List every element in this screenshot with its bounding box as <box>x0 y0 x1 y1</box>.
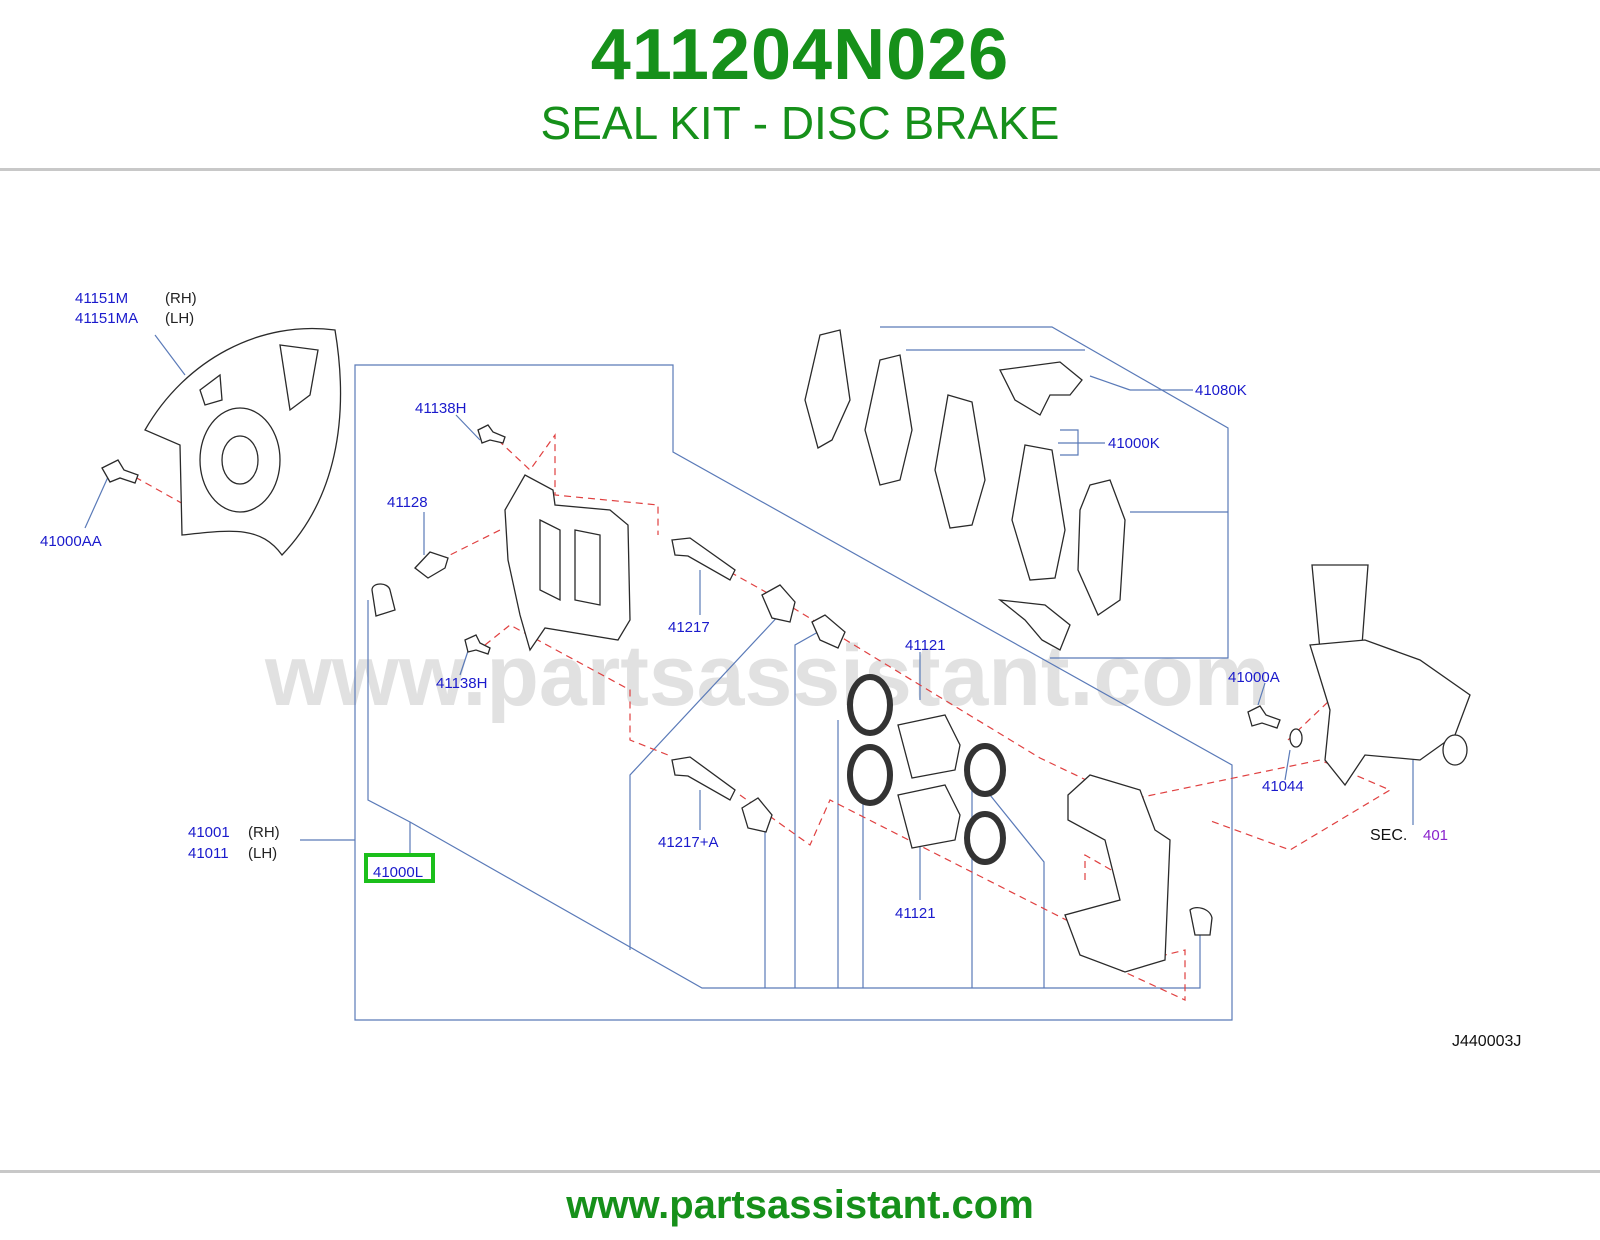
41000AA-leader <box>84 476 109 529</box>
callout-41001-side: (RH) <box>248 824 280 841</box>
shim-outer <box>804 329 851 449</box>
callout-41151M[interactable]: 41151M <box>75 290 128 307</box>
piston-seal-upper <box>847 674 893 736</box>
41138H-leader <box>455 414 481 441</box>
centerline-bleeder <box>439 529 501 561</box>
caliper-bracket <box>1064 774 1171 973</box>
parts-drawings <box>101 327 1471 973</box>
callout-41000K[interactable]: 41000K <box>1108 435 1160 452</box>
guide-pin-lower <box>671 756 736 801</box>
callout-41128[interactable]: 41128 <box>387 494 428 511</box>
callout-41011[interactable]: 41011 <box>188 845 229 862</box>
centerline-bottom-bolt <box>484 624 669 756</box>
top-bolt <box>477 424 506 444</box>
pad-shim-rear <box>1077 479 1126 616</box>
bracket-cap <box>1189 907 1213 936</box>
header-divider <box>0 168 1600 171</box>
centerline-bracket <box>1084 853 1121 880</box>
callout-41151MA-side: (LH) <box>165 310 194 327</box>
piston-seal-lower <box>847 744 893 806</box>
piston-lower <box>897 784 961 849</box>
shield-bolt <box>101 459 139 484</box>
strut-tube <box>1311 564 1369 651</box>
watermark-text: www.partsassistant.com <box>264 628 1270 724</box>
knuckle-washer <box>1289 728 1303 748</box>
dust-seal-lower <box>964 811 1006 865</box>
callout-labels: 41151M (RH) 41151MA (LH) 41000AA 41138H … <box>40 290 1521 1050</box>
boot-upper-leader <box>794 631 819 988</box>
caliper-window-2 <box>574 529 601 606</box>
shield-leader <box>154 334 186 376</box>
callout-41044[interactable]: 41044 <box>1262 778 1304 795</box>
callout-41121-lower[interactable]: 41121 <box>895 905 936 922</box>
pad-clip-upper <box>999 361 1083 416</box>
pad-kit-bracket <box>1060 429 1079 456</box>
dust-shield-hole <box>221 435 259 485</box>
footer-divider <box>0 1170 1600 1173</box>
section-label: SEC. <box>1370 827 1407 844</box>
knuckle-spindle <box>1442 734 1468 766</box>
diagram-code: J440003J <box>1452 1033 1521 1050</box>
callout-41138H-top[interactable]: 41138H <box>415 400 466 417</box>
bleeder-screw <box>414 551 449 579</box>
callout-41000A[interactable]: 41000A <box>1228 669 1280 686</box>
dust-seal-upper <box>964 743 1006 797</box>
brake-pad-outer <box>934 394 986 529</box>
centerline-pin-lower <box>739 794 1186 1001</box>
footer-url[interactable]: www.partsassistant.com <box>566 1183 1034 1227</box>
centerline-top-bolt <box>497 433 659 535</box>
dust-shield-slot <box>199 373 223 406</box>
brake-pad-inner <box>1011 444 1066 581</box>
steering-knuckle <box>1309 639 1471 787</box>
clip-leader-join <box>1089 375 1131 391</box>
dust-shield-window <box>279 344 319 412</box>
41000A-leader <box>1257 682 1266 706</box>
bushing-leader <box>629 611 783 950</box>
callout-41080K[interactable]: 41080K <box>1195 382 1247 399</box>
piston-upper <box>897 714 961 779</box>
41044-leader <box>1284 749 1291 781</box>
centerline-shield-bolt <box>134 476 186 506</box>
knuckle-bolt <box>1247 705 1281 729</box>
pin-bushing <box>811 614 846 649</box>
caliper-window-1 <box>539 518 561 602</box>
callout-41000AA[interactable]: 41000AA <box>40 533 102 550</box>
pad-kit-outline <box>880 326 1229 659</box>
highlight-frame <box>364 853 435 883</box>
callout-41151M-side: (RH) <box>165 290 197 307</box>
caliper-body <box>504 474 631 652</box>
bleeder-cap <box>371 583 396 617</box>
seal-kit-leader <box>367 600 1201 989</box>
pin-boot-upper <box>761 584 796 623</box>
callout-41217A[interactable]: 41217+A <box>658 834 718 851</box>
callout-41138H-bottom[interactable]: 41138H <box>436 675 487 692</box>
callout-41000L-highlighted[interactable]: 41000L <box>373 864 423 881</box>
callout-41121-upper[interactable]: 41121 <box>905 637 946 654</box>
callout-41001[interactable]: 41001 <box>188 824 230 841</box>
part-number-title: 411204N026 <box>590 15 1010 95</box>
pad-clip-lower <box>997 599 1071 651</box>
piston-seal2-leader <box>989 794 1045 988</box>
part-name-subtitle: SEAL KIT - DISC BRAKE <box>540 97 1060 149</box>
shim-inner <box>864 354 913 486</box>
section-ref-401[interactable]: 401 <box>1423 827 1448 844</box>
callout-41011-side: (LH) <box>248 845 277 862</box>
assembly-outlines <box>84 326 1414 1021</box>
bottom-bolt <box>464 634 491 655</box>
callout-41151MA[interactable]: 41151MA <box>75 310 138 327</box>
caliper-assembly-outline <box>354 364 1233 1021</box>
guide-pin-upper <box>671 537 736 581</box>
pin-boot-lower <box>741 797 773 833</box>
callout-41217[interactable]: 41217 <box>668 619 710 636</box>
